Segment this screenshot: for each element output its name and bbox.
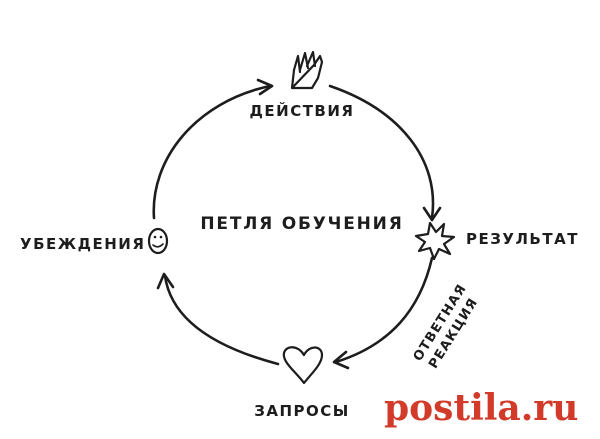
arrow-beliefs-to-actions bbox=[152, 78, 274, 220]
heart-icon bbox=[282, 346, 324, 385]
edge-label-feedback: ОТВЕТНАЯ РЕАКЦИЯ bbox=[411, 281, 482, 371]
hand-icon bbox=[290, 50, 324, 90]
arrow-actions-to-result bbox=[328, 84, 442, 222]
smiley-face-icon bbox=[147, 227, 169, 255]
node-label-queries: ЗАПРОСЫ bbox=[254, 402, 350, 420]
watermark-text: postila.ru bbox=[384, 387, 578, 429]
node-label-result: РЕЗУЛЬТАТ bbox=[466, 230, 579, 248]
center-label: ПЕТЛЯ ОБУЧЕНИЯ bbox=[200, 214, 403, 234]
arrow-queries-to-beliefs bbox=[156, 272, 280, 366]
arrow-result-to-queries bbox=[332, 256, 434, 370]
node-label-beliefs: УБЕЖДЕНИЯ bbox=[20, 235, 145, 253]
node-label-actions: ДЕЙСТВИЯ bbox=[250, 101, 355, 120]
burst-icon bbox=[414, 221, 456, 261]
